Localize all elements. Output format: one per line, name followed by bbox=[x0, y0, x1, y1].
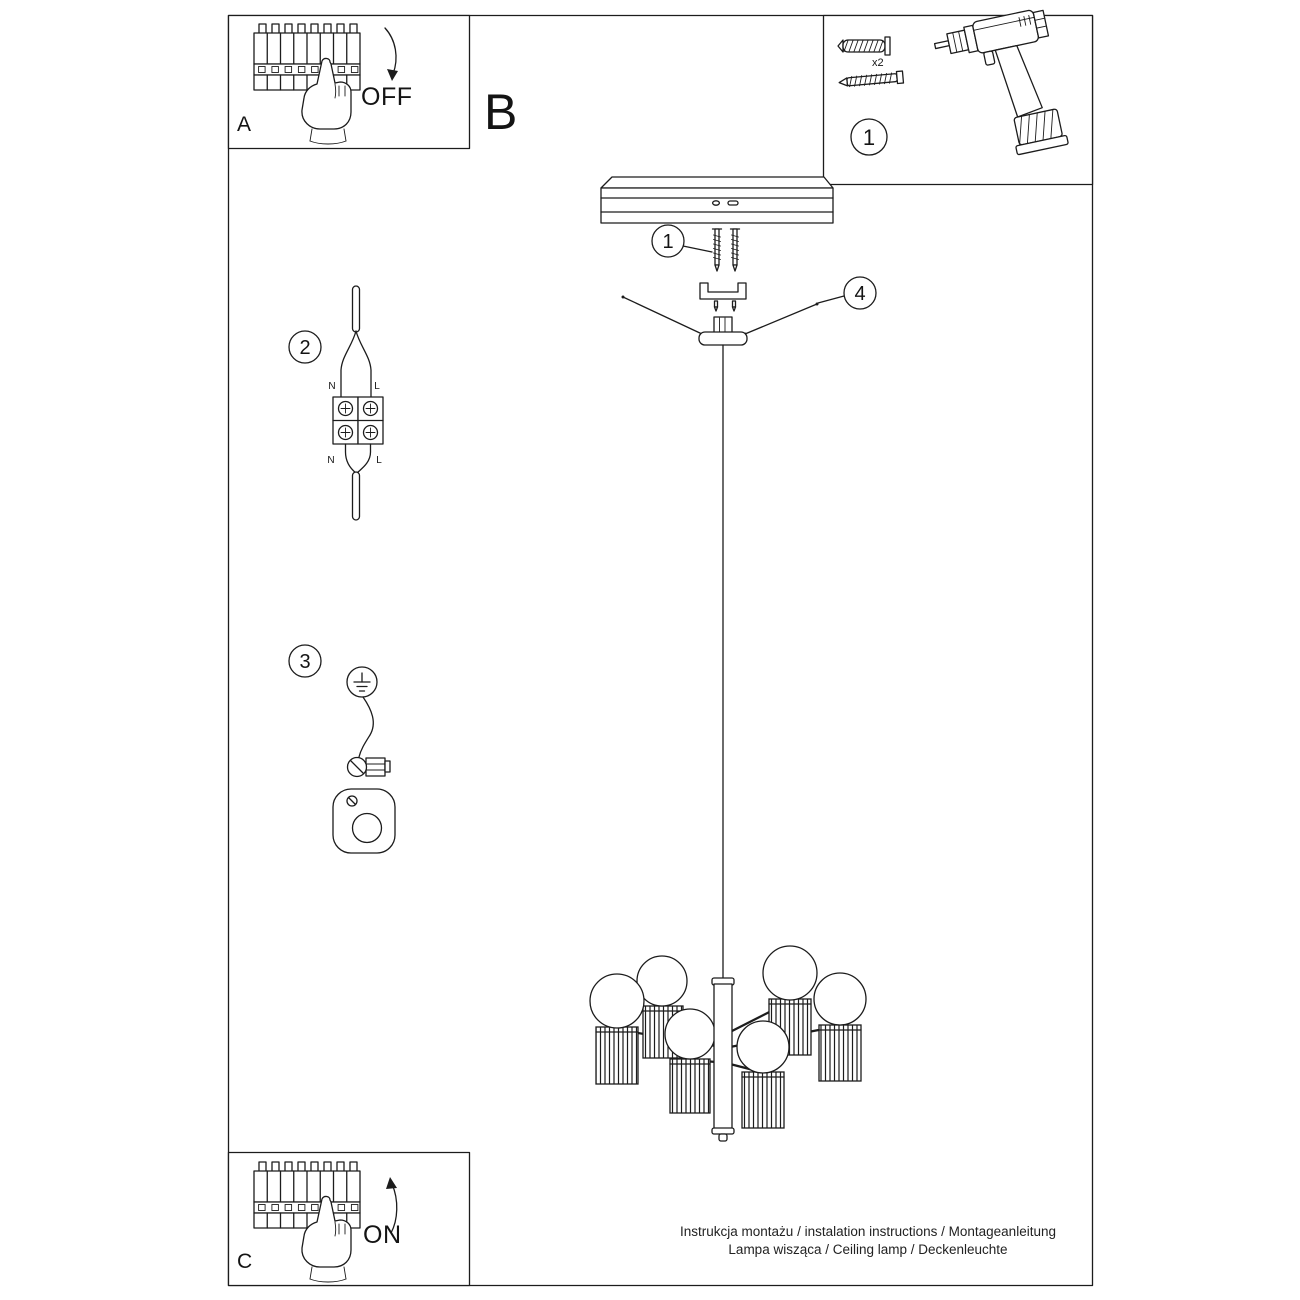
mounting-screws bbox=[711, 228, 741, 272]
lamp-unit bbox=[589, 973, 645, 1085]
globe-bulb bbox=[664, 1008, 716, 1060]
arrow-up-icon bbox=[386, 1177, 398, 1234]
ceiling-rail bbox=[600, 176, 834, 224]
step-1-callout: 1 bbox=[651, 224, 713, 258]
panel-c-label: C bbox=[237, 1250, 252, 1273]
on-label: ON bbox=[363, 1221, 402, 1249]
chandelier-drawing bbox=[589, 945, 867, 1142]
live-label-top: L bbox=[374, 381, 380, 392]
panel-c: C ON bbox=[227, 1151, 471, 1287]
tools-panel: x2 1 bbox=[822, 9, 1094, 186]
lamp-unit bbox=[813, 972, 867, 1082]
panel-a: A OFF bbox=[227, 14, 471, 150]
breaker-panel-icon bbox=[253, 1161, 361, 1229]
footer-text: Instrukcja montażu / instalation instruc… bbox=[680, 1224, 1056, 1257]
step-1-number: 1 bbox=[662, 231, 673, 253]
terminal-block bbox=[332, 396, 384, 445]
step-2-number: 2 bbox=[299, 337, 310, 359]
ground-wire bbox=[358, 696, 374, 758]
step-1-number: 1 bbox=[863, 125, 875, 150]
off-label: OFF bbox=[361, 83, 413, 111]
lamp-unit bbox=[664, 1008, 716, 1114]
footer-line-2: Lampa wisząca / Ceiling lamp / Deckenleu… bbox=[728, 1242, 1007, 1257]
globe-bulb bbox=[636, 955, 688, 1007]
step-3-badge: 3 bbox=[288, 644, 322, 678]
center-rod bbox=[711, 977, 735, 1142]
grounding-diagram: 3 bbox=[288, 644, 396, 854]
mounting-diagram: 1 4 bbox=[600, 176, 877, 987]
arrow-down-icon bbox=[384, 27, 398, 81]
panel-a-label: A bbox=[237, 113, 251, 136]
step-4-callout: 4 bbox=[817, 276, 877, 310]
globe-bulb bbox=[736, 1020, 790, 1074]
step-4-number: 4 bbox=[854, 283, 865, 305]
ground-symbol-icon bbox=[346, 666, 378, 698]
globe-bulb bbox=[589, 973, 645, 1029]
section-b-label: B bbox=[484, 84, 517, 140]
neutral-label-bottom: N bbox=[327, 455, 334, 466]
anchor-quantity: x2 bbox=[872, 57, 884, 69]
wiring-diagram: 2 N L N L bbox=[288, 285, 384, 521]
globe-bulb bbox=[762, 945, 818, 1001]
crossbar-bracket bbox=[699, 282, 747, 312]
drill-icon bbox=[933, 9, 1069, 156]
footer-line-1: Instrukcja montażu / instalation instruc… bbox=[680, 1224, 1056, 1239]
step-2-badge: 2 bbox=[288, 330, 322, 364]
step-3-number: 3 bbox=[299, 651, 310, 673]
ground-connector bbox=[346, 756, 391, 778]
breaker-panel-icon bbox=[253, 23, 361, 91]
mounting-plate bbox=[332, 788, 396, 854]
lamp-unit bbox=[736, 1020, 790, 1129]
neutral-label-top: N bbox=[328, 381, 335, 392]
live-label-bottom: L bbox=[376, 455, 382, 466]
globe-bulb bbox=[813, 972, 867, 1026]
wall-anchor-icon bbox=[837, 36, 891, 56]
step-1-badge: 1 bbox=[850, 118, 888, 156]
screw-icon bbox=[838, 70, 905, 88]
